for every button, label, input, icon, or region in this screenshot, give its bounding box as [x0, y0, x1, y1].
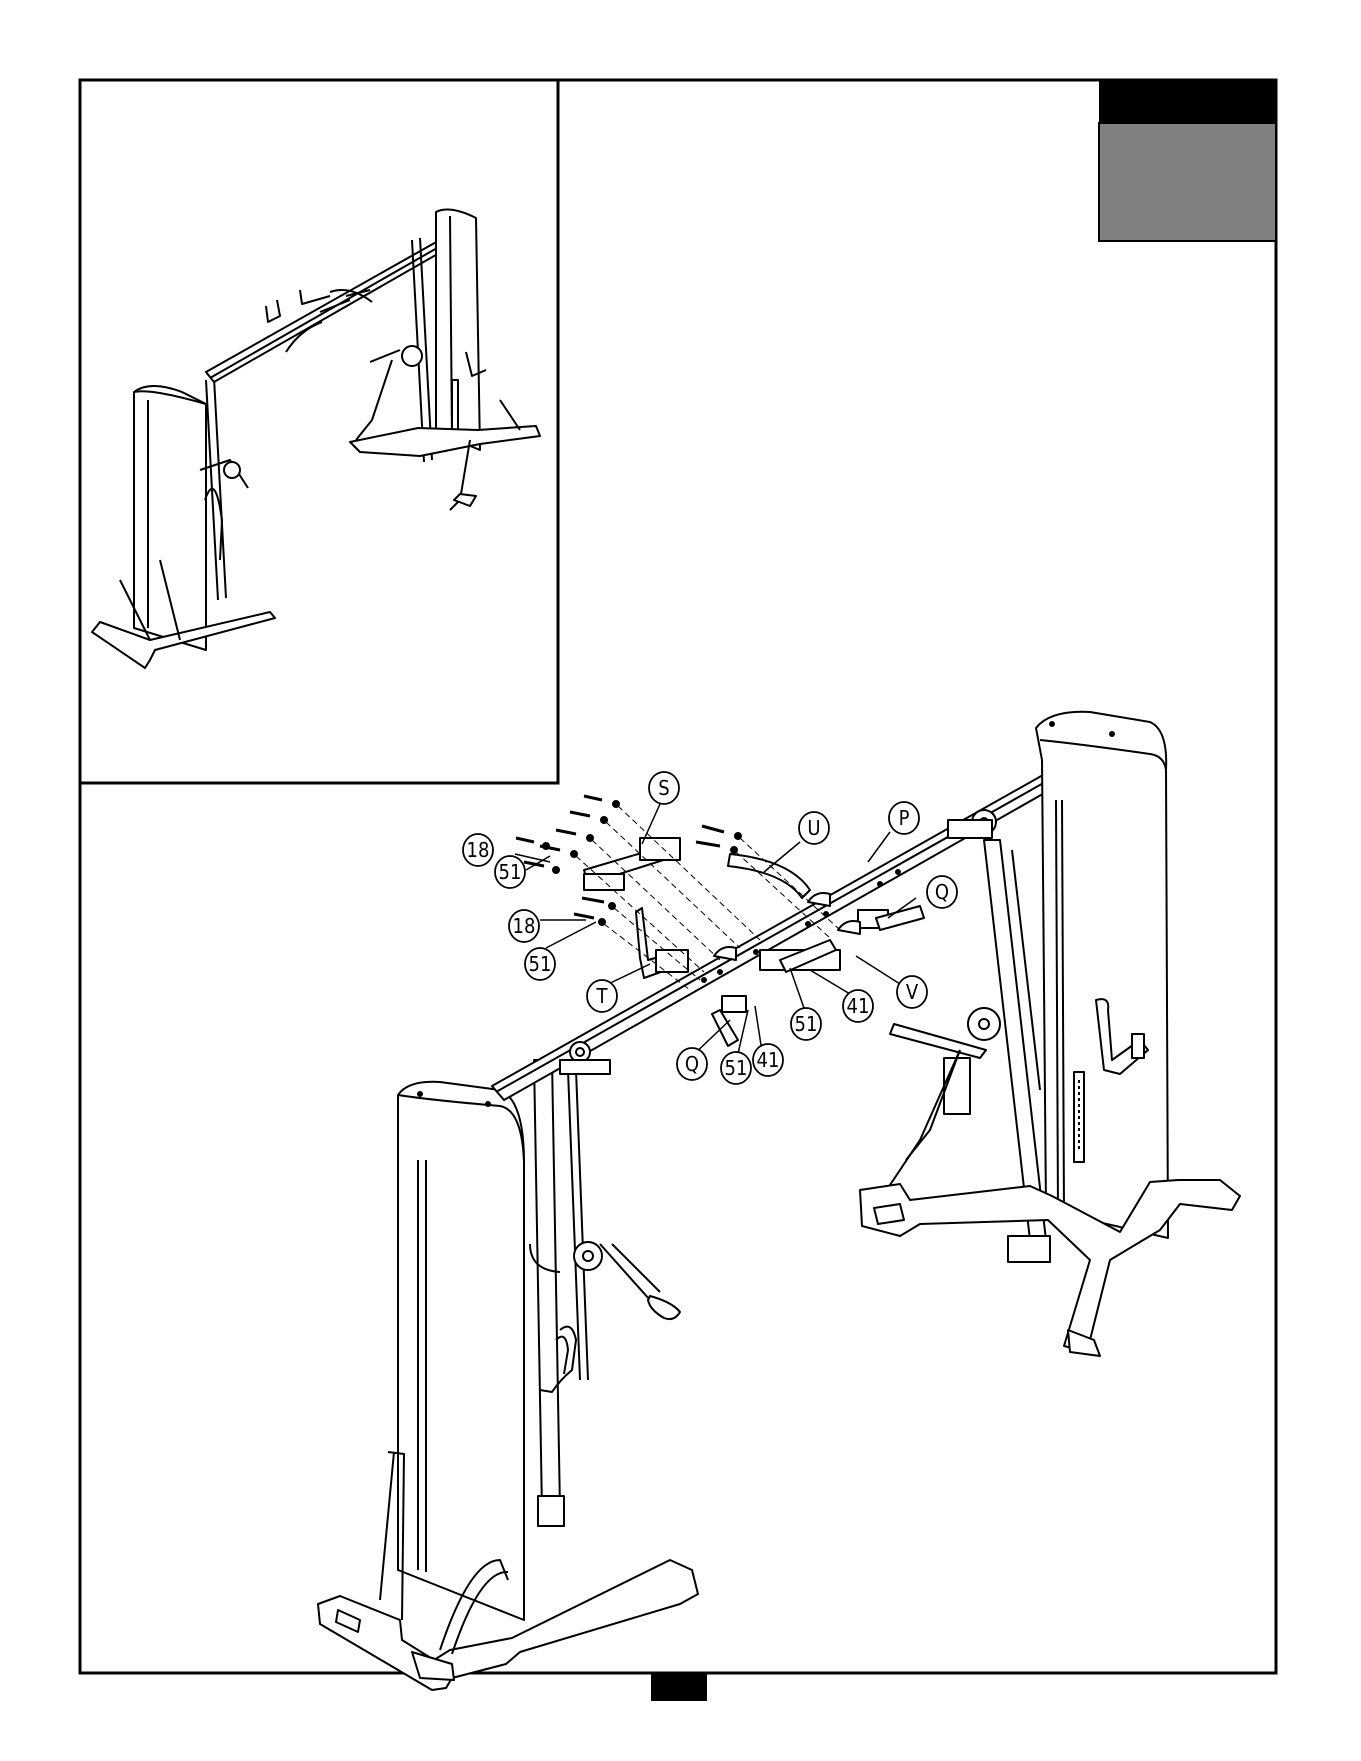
svg-text:41: 41	[847, 994, 870, 1018]
svg-text:P: P	[899, 806, 910, 830]
svg-text:S: S	[658, 776, 669, 800]
step-number-box	[1099, 123, 1276, 241]
callout-41-lower-left: 41	[753, 1044, 783, 1076]
svg-text:18: 18	[513, 914, 536, 938]
callout-51-lower-left: 51	[721, 1052, 751, 1084]
svg-text:51: 51	[725, 1056, 748, 1080]
svg-text:41: 41	[757, 1048, 780, 1072]
callout-51-mid: 51	[525, 948, 555, 980]
callout-P: P	[889, 802, 919, 834]
svg-text:51: 51	[499, 860, 522, 884]
svg-text:Q: Q	[685, 1052, 699, 1076]
callout-51-top: 51	[495, 856, 525, 888]
callout-U: U	[799, 812, 829, 844]
step-badge	[1099, 80, 1276, 241]
svg-text:U: U	[807, 816, 820, 840]
callout-51-lower-right: 51	[791, 1008, 821, 1040]
step-header-bar	[1099, 80, 1276, 123]
svg-text:V: V	[906, 980, 919, 1004]
svg-text:Q: Q	[935, 880, 949, 904]
callout-Q-left: Q	[677, 1048, 707, 1080]
svg-text:51: 51	[795, 1012, 818, 1036]
callout-Q-right: Q	[927, 876, 957, 908]
callout-V: V	[897, 976, 927, 1008]
callout-T: T	[587, 980, 617, 1012]
callout-18-top: 18	[463, 834, 493, 866]
callout-S: S	[649, 772, 679, 804]
callout-18-mid: 18	[509, 910, 539, 942]
svg-text:18: 18	[467, 838, 490, 862]
svg-text:T: T	[596, 984, 609, 1008]
page-number-tab	[651, 1673, 707, 1701]
svg-text:51: 51	[529, 952, 552, 976]
callout-41-lower-right: 41	[843, 990, 873, 1022]
